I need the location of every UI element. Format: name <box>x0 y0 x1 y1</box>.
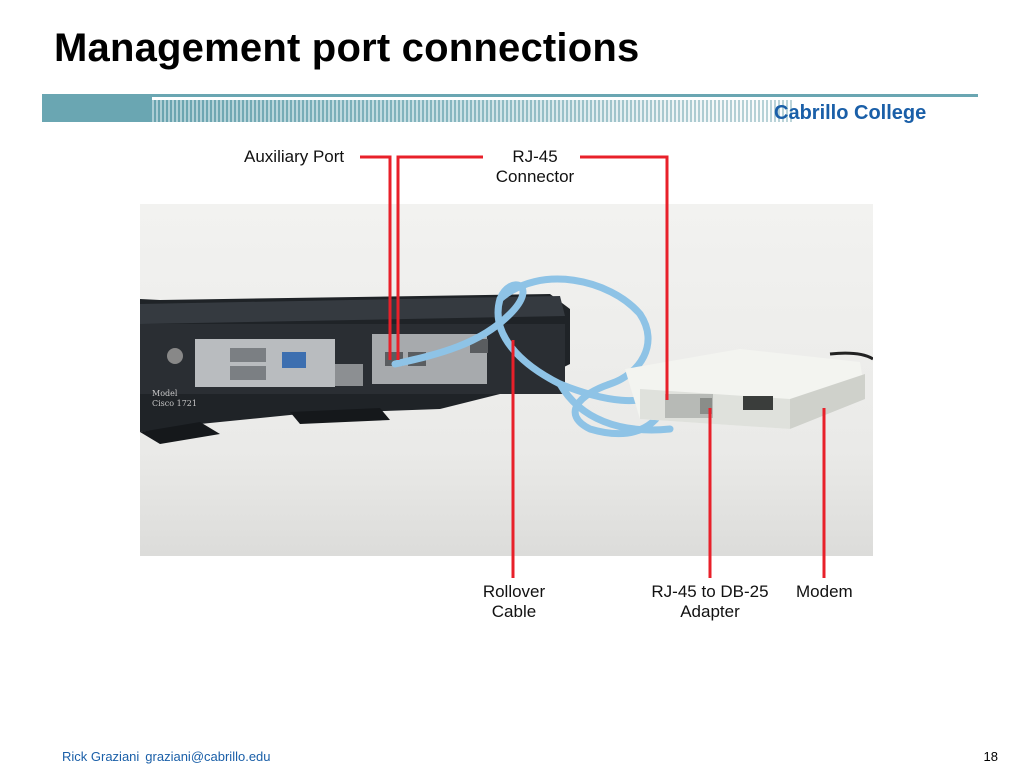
auxiliary-port-leader <box>360 155 392 360</box>
footer-credit: Rick Graziani graziani@cabrillo.edu <box>62 749 271 764</box>
label-rj45-line2: Connector <box>495 167 575 187</box>
slide-title: Management port connections <box>54 26 640 70</box>
router-model-text-2: Cisco 1721 <box>152 399 197 408</box>
rj45-connector-leader-right <box>580 155 669 400</box>
label-modem: Modem <box>796 582 853 601</box>
rj45-connector-leader-left <box>396 155 483 360</box>
label-rj45-connector: RJ-45 Connector <box>489 147 581 188</box>
router: Model Cisco 1721 <box>140 294 570 444</box>
label-auxiliary-port: Auxiliary Port <box>244 147 345 166</box>
header-bar <box>42 94 978 122</box>
label-adapter-line1: RJ-45 to DB-25 <box>651 582 769 601</box>
header-top-rule <box>42 94 978 97</box>
footer-author: Rick Graziani <box>62 749 140 764</box>
equipment-photo: Model Cisco 1721 <box>140 204 873 556</box>
label-adapter-line2: Adapter <box>680 602 740 622</box>
footer-email[interactable]: graziani@cabrillo.edu <box>145 749 271 764</box>
router-power-switch <box>167 348 183 364</box>
label-rollover-line2: Cable <box>491 602 537 622</box>
label-rollover-line1: Rollover <box>482 582 546 601</box>
router-model-text-1: Model <box>152 389 178 398</box>
label-rj45-line1: RJ-45 <box>512 147 558 166</box>
rollover-cable <box>391 275 674 438</box>
header-solid-block <box>42 97 152 122</box>
router-ethernet-port <box>335 364 363 386</box>
label-rollover-cable: Rollover Cable <box>472 582 556 623</box>
label-adapter: RJ-45 to DB-25 Adapter <box>640 582 780 623</box>
modem <box>625 349 873 429</box>
page-number: 18 <box>983 749 998 764</box>
modem-phone-jacks <box>743 396 773 410</box>
brand-name: Cabrillo College <box>774 102 927 124</box>
